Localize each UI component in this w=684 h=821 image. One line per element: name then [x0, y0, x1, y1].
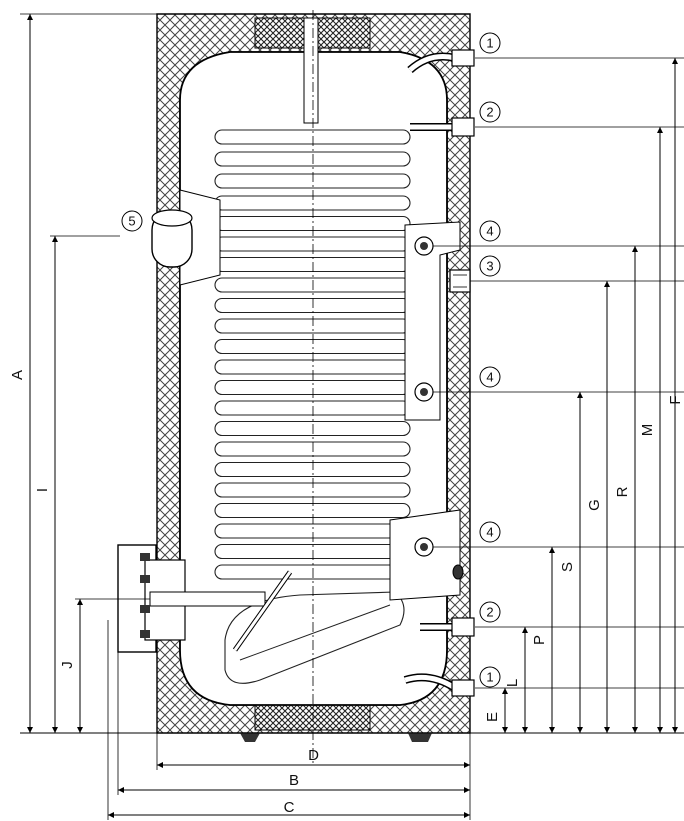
connector-bottom-1	[403, 673, 475, 697]
coil-loop	[214, 151, 411, 167]
horizontal-dimensions: DBC	[107, 620, 471, 820]
coil-loop	[214, 173, 411, 189]
coil-loop	[214, 359, 411, 375]
coil-loop	[214, 256, 411, 273]
callout-4: 4	[479, 220, 501, 242]
coil-loop	[214, 482, 411, 498]
sensor-pocket-lower	[414, 537, 434, 557]
connector-top-1	[407, 49, 475, 74]
dim-e: E	[484, 688, 508, 733]
dim-label: F	[667, 395, 684, 404]
dim-label: D	[308, 747, 319, 764]
callout-4: 4	[479, 521, 501, 543]
callout-1: 1	[479, 32, 501, 54]
coil-loop	[214, 297, 411, 314]
connector-coil-2-top	[410, 117, 475, 137]
dim-label: C	[284, 799, 295, 816]
coil-loop	[214, 400, 411, 416]
callout-label: 2	[486, 605, 493, 620]
inner-tank	[179, 51, 448, 706]
callout-3: 3	[479, 255, 501, 277]
callout-2: 2	[479, 601, 501, 623]
callout-label: 4	[486, 525, 493, 540]
connector-3	[449, 269, 471, 293]
callout-1: 1	[479, 666, 501, 688]
dim-label: I	[34, 488, 51, 492]
dim-i: I	[34, 236, 58, 733]
callout-2: 2	[479, 101, 501, 123]
dim-a: A	[9, 14, 33, 733]
coil-loop	[214, 523, 411, 539]
foot-left	[240, 733, 260, 742]
flange-bolts	[140, 553, 150, 638]
coil-loop	[214, 379, 411, 396]
connector-coil-2-bottom	[420, 617, 475, 637]
dim-s: S	[559, 392, 583, 733]
dim-label: S	[559, 562, 576, 572]
callout-5: 5	[121, 210, 143, 232]
coil-loop	[214, 129, 411, 145]
dim-r: R	[614, 246, 638, 733]
heater-element	[149, 591, 266, 607]
vertical-dimensions: A I J E L P S GR M F	[9, 14, 684, 733]
port-5-flange	[151, 209, 193, 227]
coil-loop	[214, 564, 411, 580]
coil-loop	[214, 502, 411, 519]
dim-d: D	[157, 747, 470, 768]
coil-loop	[214, 420, 411, 437]
coil-loop	[214, 236, 411, 252]
dim-p: P	[531, 547, 555, 733]
bottom-insulation-plug	[254, 704, 371, 731]
coil-loop	[214, 277, 411, 293]
dim-label: M	[639, 424, 656, 437]
callout-label: 5	[128, 214, 135, 229]
dim-label: R	[614, 486, 631, 497]
dim-label: L	[504, 679, 521, 687]
sensor-pocket-upper	[414, 236, 434, 256]
callout-label: 4	[486, 224, 493, 239]
dim-label: E	[484, 712, 501, 722]
foot-right	[408, 733, 432, 742]
callout-label: 1	[486, 670, 493, 685]
coil-loop	[214, 195, 411, 211]
dim-f: F	[667, 58, 684, 733]
sensor-pocket-middle	[414, 382, 434, 402]
coil-loop	[214, 461, 411, 478]
coil-lower-bend	[224, 591, 405, 684]
dim-m: M	[639, 127, 663, 733]
dim-label: G	[586, 499, 603, 511]
dim-j: J	[59, 599, 83, 733]
dim-g: G	[586, 281, 610, 733]
coil-loop	[214, 215, 411, 232]
numbered-callouts: 1 2 5 4 3 4 4 2 1	[121, 32, 501, 688]
dim-c: C	[108, 799, 470, 818]
coil-loop	[214, 318, 411, 334]
small-fitting	[452, 564, 464, 580]
dim-b: B	[118, 772, 470, 793]
coil-loop	[214, 441, 411, 457]
callout-leaders	[20, 13, 684, 689]
dim-label: P	[531, 635, 548, 645]
callout-label: 3	[486, 259, 493, 274]
dim-label: B	[289, 772, 299, 789]
dim-label: J	[59, 661, 76, 669]
dim-label: A	[9, 370, 26, 380]
callout-4: 4	[479, 366, 501, 388]
callout-label: 2	[486, 105, 493, 120]
dim-l: L	[504, 627, 528, 733]
callout-label: 4	[486, 370, 493, 385]
anode-rod	[303, 17, 319, 124]
coil-loop	[214, 543, 411, 560]
coil-loop	[214, 338, 411, 355]
sensor-bracket-upper	[404, 221, 461, 421]
callout-label: 1	[486, 36, 493, 51]
